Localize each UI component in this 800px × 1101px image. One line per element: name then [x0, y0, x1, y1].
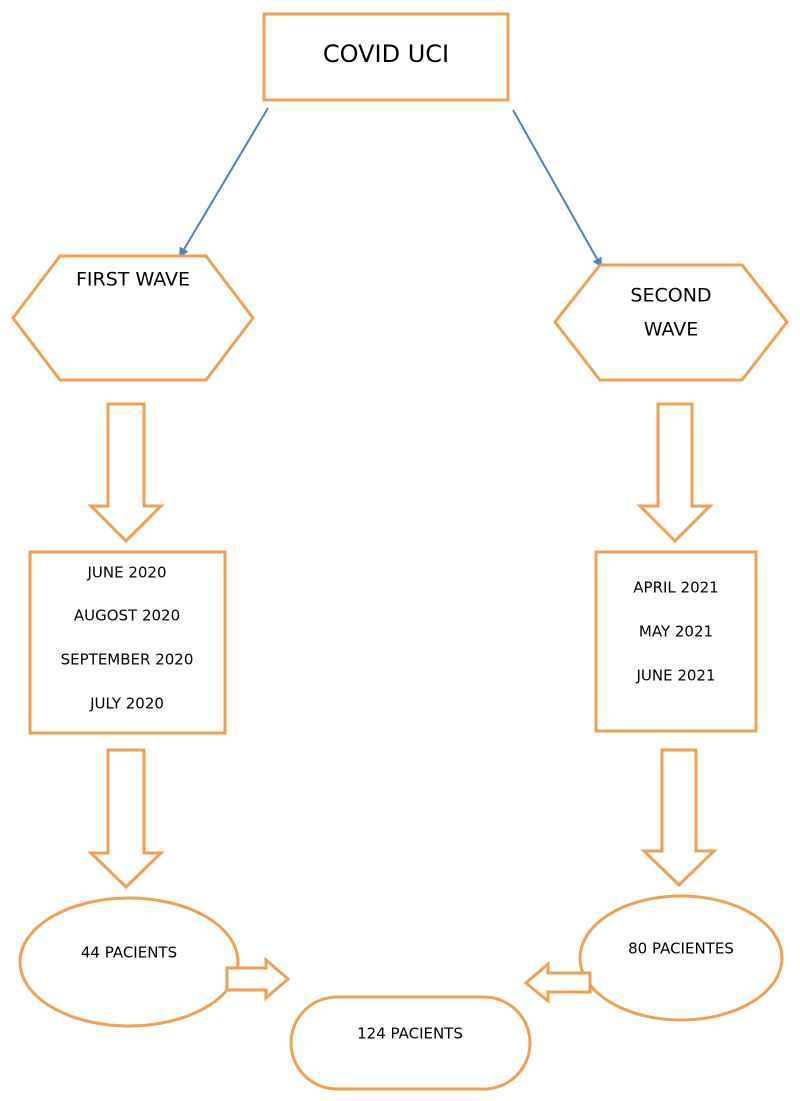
- first-wave-hexagon: [11, 254, 255, 382]
- first-wave-patients-ellipse: [18, 896, 240, 1028]
- connector-to-first-wave: [178, 107, 269, 258]
- total-label: 124 PACIENTS: [357, 1025, 463, 1043]
- down-arrow-second-months: [636, 402, 714, 544]
- right-arrow-to-total: [225, 956, 291, 1002]
- down-arrow-first-patients: [87, 748, 165, 890]
- first-wave-month: JULY 2020: [89, 695, 164, 713]
- second-wave-patients-label: 80 PACIENTES: [628, 940, 734, 958]
- total-terminator: [289, 995, 532, 1091]
- second-wave-months-box: [594, 550, 758, 733]
- first-wave-months-box: [28, 550, 227, 735]
- connector-to-second-wave: [512, 109, 602, 268]
- second-wave-patients-ellipse: [578, 894, 784, 1022]
- root-label: COVID UCI: [323, 40, 449, 68]
- down-arrow-second-patients: [640, 748, 718, 888]
- first-wave-label: FIRST WAVE: [76, 269, 190, 291]
- root-box: [262, 12, 510, 102]
- second-wave-hexagon: [553, 263, 789, 382]
- second-wave-month: APRIL 2021: [633, 579, 718, 597]
- first-wave-month: AUGOST 2020: [74, 607, 180, 625]
- second-wave-month: JUNE 2021: [635, 667, 715, 685]
- second-wave-month: MAY 2021: [639, 623, 713, 641]
- first-wave-month: SEPTEMBER 2020: [61, 651, 194, 669]
- left-arrow-to-total: [523, 960, 592, 1005]
- first-wave-patients-label: 44 PACIENTS: [81, 944, 177, 962]
- second-wave-label-line-2: WAVE: [644, 319, 699, 341]
- second-wave-label-line-1: SECOND: [630, 285, 711, 307]
- down-arrow-first-months: [87, 402, 165, 544]
- first-wave-month: JUNE 2020: [86, 564, 166, 582]
